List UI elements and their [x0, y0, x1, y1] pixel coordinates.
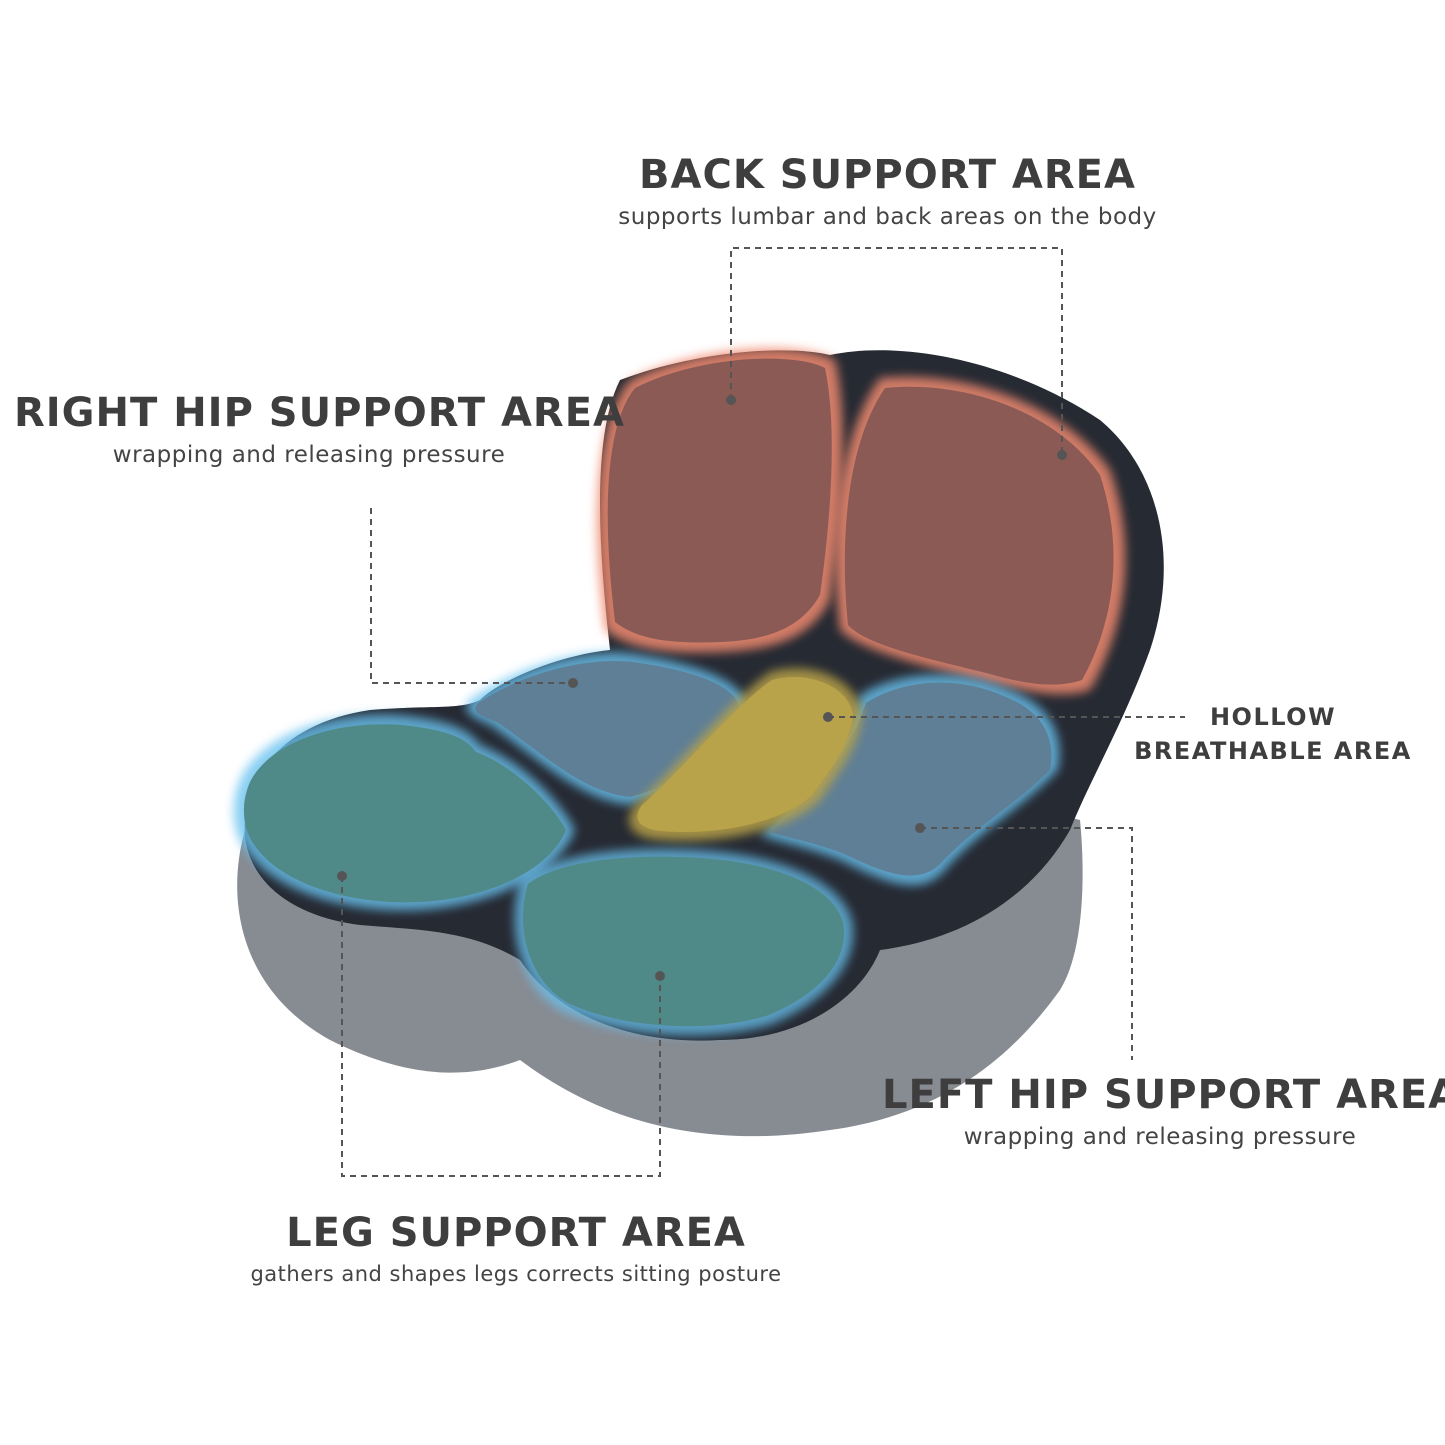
right-hip-leader-line [370, 508, 573, 684]
leg-left-zone [522, 856, 845, 1027]
back-support-subtitle: supports lumbar and back areas on the bo… [618, 204, 1157, 230]
back-left-zone [607, 358, 832, 643]
right-hip-title: RIGHT HIP SUPPORT AREA [14, 390, 625, 436]
back-right-dot [1057, 450, 1067, 460]
left-hip-dot [915, 823, 925, 833]
left-hip-callout: LEFT HIP SUPPORT AREA wrapping and relea… [882, 1072, 1445, 1150]
leg-left-dot [655, 971, 665, 981]
leg-support-title: LEG SUPPORT AREA [286, 1210, 746, 1256]
right-hip-zone [475, 661, 740, 797]
right-hip-dot [568, 678, 578, 688]
leg-right-dot [337, 871, 347, 881]
left-hip-leader-line [920, 827, 1133, 1060]
leg-support-callout: LEG SUPPORT AREA gathers and shapes legs… [214, 1210, 818, 1286]
hollow-title-line2: BREATHABLE AREA [1134, 737, 1412, 765]
leg-leader-line [341, 876, 661, 1177]
back-support-title: BACK SUPPORT AREA [639, 152, 1136, 198]
back-support-callout: BACK SUPPORT AREA supports lumbar and ba… [580, 152, 1195, 230]
back-right-zone [844, 386, 1114, 685]
left-hip-subtitle: wrapping and releasing pressure [963, 1124, 1357, 1150]
hollow-dot [823, 712, 833, 722]
left-hip-title: LEFT HIP SUPPORT AREA [882, 1072, 1445, 1118]
hollow-callout: HOLLOW BREATHABLE AREA [1128, 700, 1418, 768]
leg-right-zone [243, 724, 567, 903]
back-leader-line [730, 247, 1063, 455]
right-hip-callout: RIGHT HIP SUPPORT AREA wrapping and rele… [14, 390, 625, 468]
leg-support-subtitle: gathers and shapes legs corrects sitting… [250, 1262, 782, 1286]
back-left-dot [726, 395, 736, 405]
left-hip-zone [770, 682, 1052, 876]
hollow-zone [637, 677, 853, 833]
hollow-title-line1: HOLLOW [1209, 703, 1337, 731]
right-hip-subtitle: wrapping and releasing pressure [112, 442, 506, 468]
